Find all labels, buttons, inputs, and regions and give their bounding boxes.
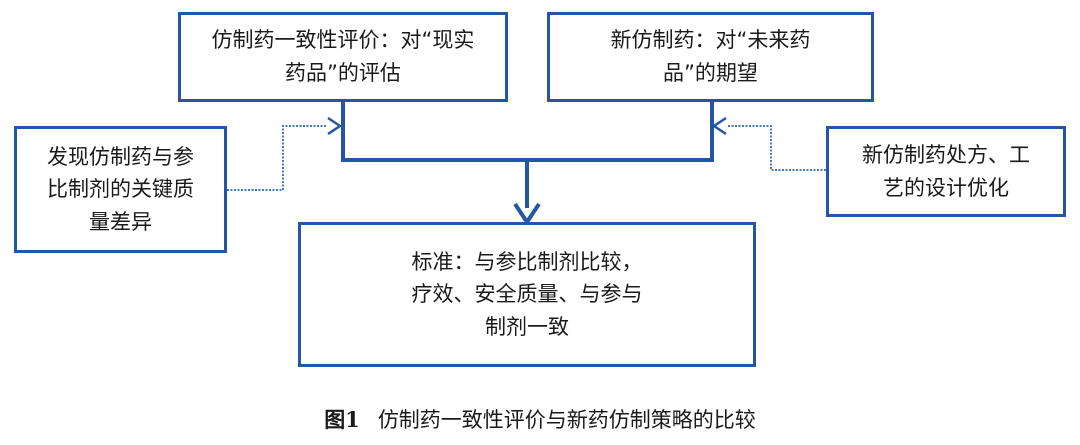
connector-right-wavy xyxy=(728,125,826,171)
left-arrow-head xyxy=(327,116,343,136)
box-new-generic-text: 新仿制药：对“未来药 品”的期望 xyxy=(610,28,811,85)
figure-number: 图1 xyxy=(324,407,360,432)
figure-caption-text: 仿制药一致性评价与新药仿制策略的比较 xyxy=(377,408,756,432)
box-quality-differences: 发现仿制药与参 比制剂的关键质 量差异 xyxy=(14,126,227,253)
box-formulation-optimization-text: 新仿制药处方、工 艺的设计优化 xyxy=(862,142,1030,200)
box-standard-text: 标准：与参比制剂比较， 疗效、安全质量、与参与 制剂一致 xyxy=(411,249,643,339)
right-arrow-head xyxy=(711,116,727,136)
box-consistency-evaluation-text: 仿制药一致性评价：对“现实 药品”的评估 xyxy=(211,28,475,85)
figure-caption: 图1 仿制药一致性评价与新药仿制策略的比较 xyxy=(0,404,1080,434)
box-consistency-evaluation: 仿制药一致性评价：对“现实 药品”的评估 xyxy=(178,12,508,102)
connector-left-wavy xyxy=(227,125,326,191)
box-new-generic: 新仿制药：对“未来药 品”的期望 xyxy=(547,12,874,102)
box-quality-differences-text: 发现仿制药与参 比制剂的关键质 量差异 xyxy=(47,144,194,234)
box-formulation-optimization: 新仿制药处方、工 艺的设计优化 xyxy=(826,126,1066,217)
box-standard: 标准：与参比制剂比较， 疗效、安全质量、与参与 制剂一致 xyxy=(298,222,756,367)
